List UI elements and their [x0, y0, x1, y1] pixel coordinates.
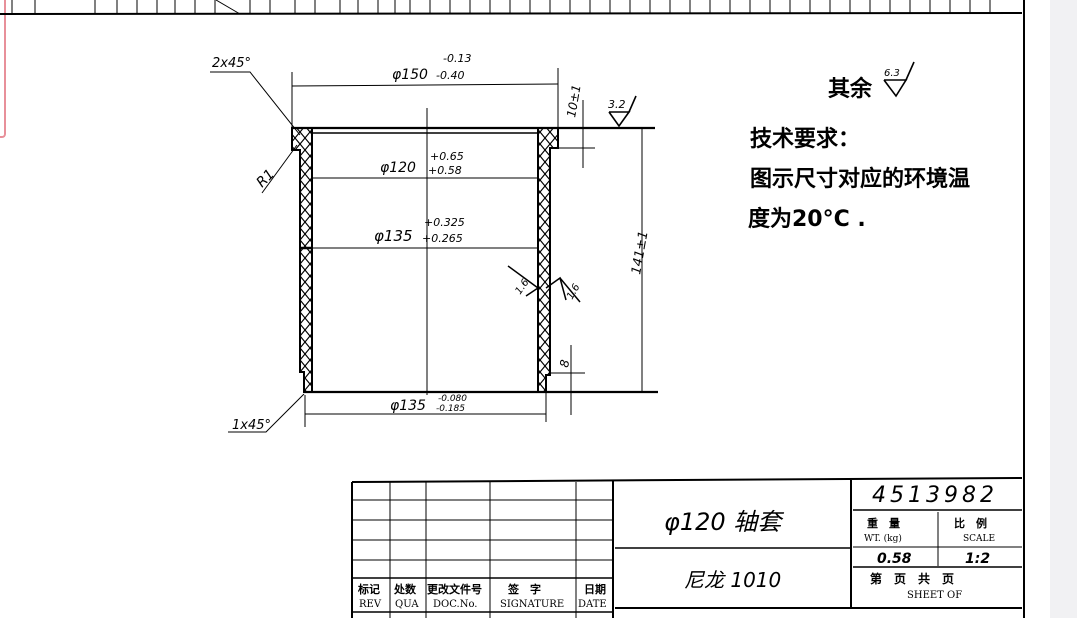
svg-text:φ150: φ150	[392, 67, 428, 83]
svg-text:1x45°: 1x45°	[232, 418, 271, 433]
svg-text:更改文件号: 更改文件号	[427, 582, 482, 596]
material: 尼龙 1010	[684, 568, 781, 592]
svg-text:比 例: 比 例	[954, 516, 987, 530]
svg-text:+0.265: +0.265	[422, 232, 463, 245]
svg-text:3.2: 3.2	[608, 98, 626, 111]
svg-text:1.6: 1.6	[565, 282, 582, 301]
svg-text:-0.080: -0.080	[438, 394, 467, 404]
svg-text:2x45°: 2x45°	[212, 56, 251, 71]
weight-value: 0.58	[877, 551, 912, 567]
svg-text:φ120: φ120	[380, 160, 416, 176]
svg-text:日期: 日期	[584, 582, 606, 596]
svg-text:REV: REV	[359, 599, 382, 610]
drawing-sheet: 2x45° φ150 -0.13 -0.40 10±1 3.2 φ120 +0.…	[0, 0, 1025, 618]
top-strip	[0, 0, 1023, 15]
svg-text:度为20°C .: 度为20°C .	[748, 206, 866, 232]
svg-text:10±1: 10±1	[564, 84, 584, 119]
svg-text:第 页 共 页: 第 页 共 页	[870, 571, 954, 586]
svg-text:φ135: φ135	[374, 227, 413, 245]
scale-value: 1:2	[965, 551, 990, 567]
svg-text:签 字: 签 字	[507, 582, 541, 596]
title-block-content: φ120 轴套 尼龙 1010 4513982 重 量 WT. (kg) 比 例…	[664, 483, 998, 601]
svg-text:SHEET OF: SHEET OF	[907, 590, 962, 601]
svg-text:-0.185: -0.185	[436, 404, 465, 414]
svg-text:6.3: 6.3	[884, 68, 900, 79]
part-section	[210, 61, 915, 433]
svg-text:DATE: DATE	[578, 599, 607, 610]
vertical-scrollbar[interactable]	[1050, 0, 1077, 618]
svg-text:-0.40: -0.40	[436, 69, 464, 82]
part-name: φ120 轴套	[664, 508, 784, 536]
selection-marker	[0, 0, 6, 138]
svg-text:处数: 处数	[393, 582, 417, 596]
svg-text:R1: R1	[254, 166, 278, 190]
svg-text:+0.325: +0.325	[424, 216, 465, 229]
svg-text:141±1: 141±1	[629, 230, 651, 276]
title-block-frame	[351, 477, 1023, 618]
svg-text:-0.13: -0.13	[443, 52, 471, 65]
svg-text:+0.65: +0.65	[430, 150, 464, 163]
svg-text:其余: 其余	[828, 76, 873, 102]
svg-text:图示尺寸对应的环境温: 图示尺寸对应的环境温	[750, 166, 970, 192]
svg-text:标记: 标记	[357, 582, 380, 596]
svg-text:φ135: φ135	[390, 398, 426, 414]
svg-text:QUA: QUA	[395, 599, 419, 610]
svg-text:WT. (kg): WT. (kg)	[864, 533, 902, 544]
technical-notes: 其余 6.3 技术要求： 图示尺寸对应的环境温 度为20°C .	[748, 68, 970, 232]
svg-text:技术要求：: 技术要求：	[750, 127, 860, 152]
svg-text:8: 8	[557, 358, 572, 368]
svg-text:重 量: 重 量	[867, 516, 900, 530]
svg-text:+0.58: +0.58	[428, 164, 462, 177]
drawing-number: 4513982	[872, 483, 998, 508]
svg-text:SIGNATURE: SIGNATURE	[500, 599, 564, 610]
revision-headers: 标记 REV 处数 QUA 更改文件号 DOC.No. 签 字 SIGNATUR…	[357, 582, 607, 610]
svg-text:SCALE: SCALE	[963, 534, 995, 544]
engineering-drawing: 2x45° φ150 -0.13 -0.40 10±1 3.2 φ120 +0.…	[0, 0, 1025, 618]
dimension-labels: 2x45° φ150 -0.13 -0.40 10±1 3.2 φ120 +0.…	[212, 52, 652, 433]
svg-text:DOC.No.: DOC.No.	[433, 599, 477, 610]
